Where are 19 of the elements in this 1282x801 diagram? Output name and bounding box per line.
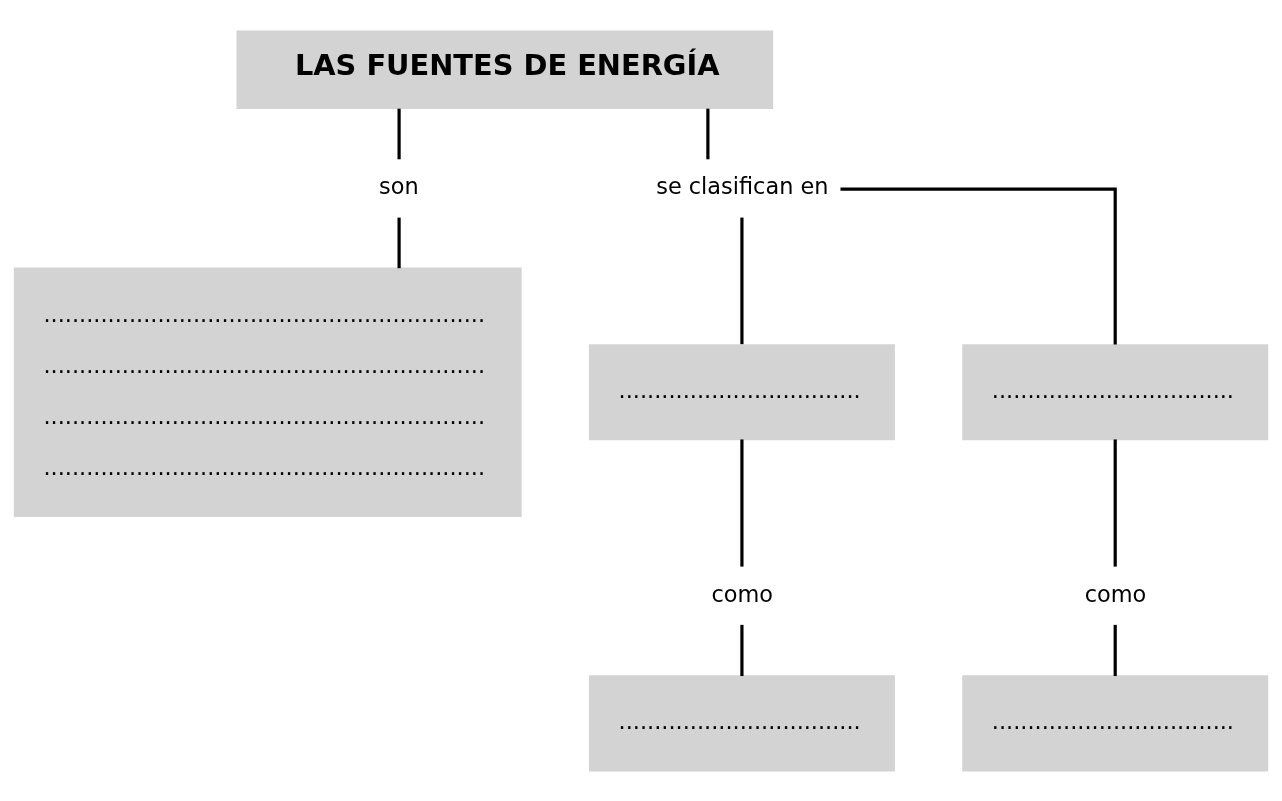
node-text: como (711, 580, 774, 607)
node-box: .............................................................. .............................................................. .............................................................. .............................................................. (13, 266, 522, 517)
node-box: LAS FUENTES DE ENERGÍA (236, 30, 774, 109)
node-box: .................................. (588, 343, 895, 440)
connector (397, 108, 401, 159)
connector (1113, 624, 1117, 676)
connector (706, 108, 710, 159)
node-text: son (379, 172, 419, 199)
connector (840, 186, 1117, 345)
connector (740, 217, 744, 344)
node-box: .................................. (962, 343, 1269, 440)
connector (740, 624, 744, 676)
connector (1113, 438, 1117, 567)
node-box: .................................. (962, 674, 1269, 771)
node-text: como (1084, 580, 1147, 607)
node-box: .................................. (588, 674, 895, 771)
node-text: se clasifican en (656, 172, 829, 199)
connector (740, 438, 744, 567)
connector (397, 217, 401, 268)
